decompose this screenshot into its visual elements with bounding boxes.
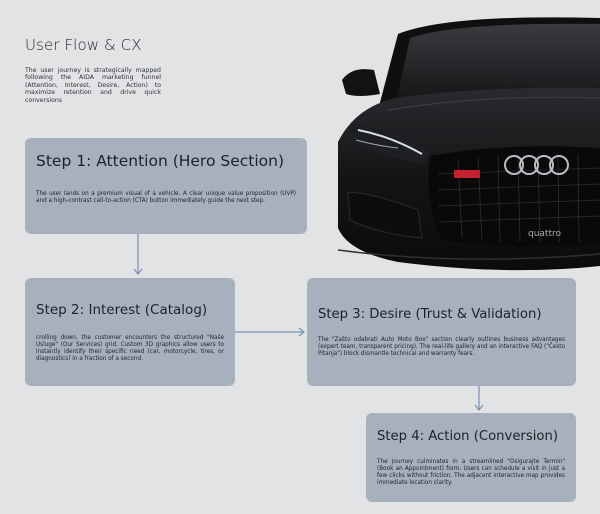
step-card-desire: Step 3: Desire (Trust & Validation) The … [307,278,576,386]
car-image: quattro [338,17,600,271]
step-description: The journey culminates in a streamlined … [377,459,565,486]
step-description: The "Zašto odabrati Auto Moto Box" secti… [318,337,565,357]
page-title: User Flow & CX [25,36,142,54]
step-description: crolling down, the customer encounters t… [36,335,224,362]
step-title: Step 4: Action (Conversion) [377,429,558,444]
step-title: Step 3: Desire (Trust & Validation) [318,307,542,322]
step-card-interest: Step 2: Interest (Catalog) crolling down… [25,278,235,386]
step-title: Step 1: Attention (Hero Section) [36,152,285,170]
step-card-attention: Step 1: Attention (Hero Section) The use… [25,138,307,234]
quattro-badge: quattro [528,229,561,239]
step-card-action: Step 4: Action (Conversion) The journey … [366,413,576,502]
intro-text: The user journey is strategically mapped… [25,67,161,104]
step-title: Step 2: Interest (Catalog) [36,302,208,318]
step-description: The user lands on a premium visual of a … [36,191,296,204]
